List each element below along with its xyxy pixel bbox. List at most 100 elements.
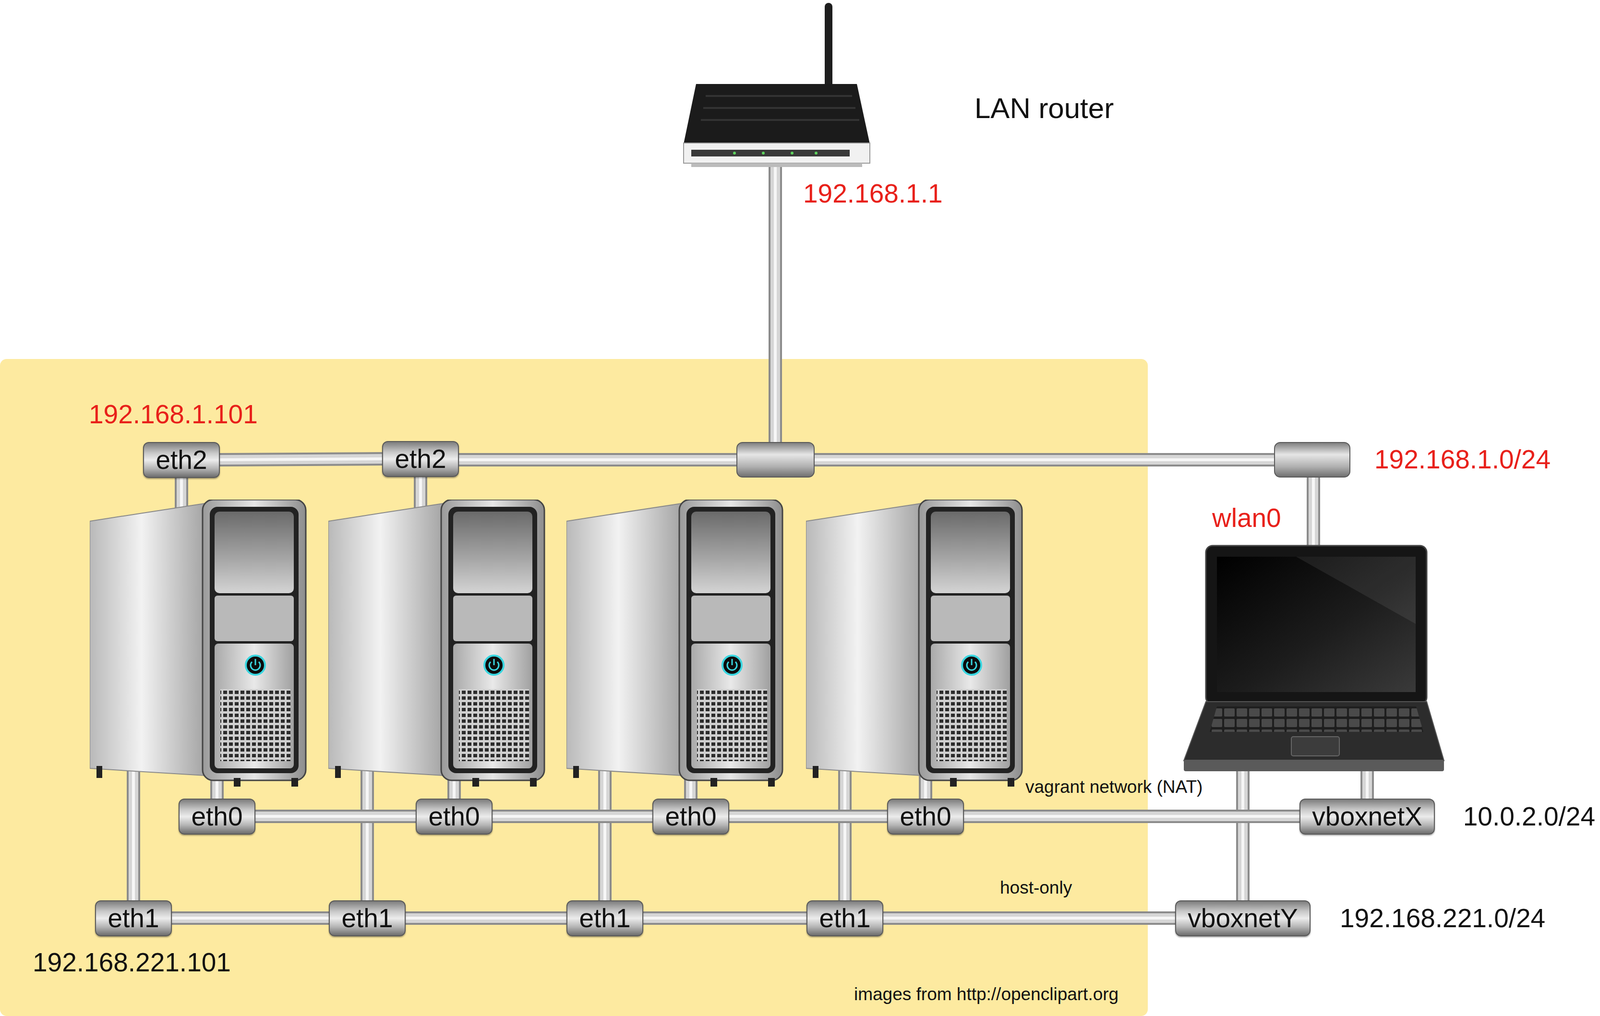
keyboard bbox=[1209, 706, 1424, 733]
pipe-segment bbox=[643, 916, 807, 920]
pipe-segment bbox=[729, 809, 888, 824]
router bbox=[683, 2, 870, 168]
pipe-connector bbox=[883, 918, 1176, 919]
router-base bbox=[691, 163, 863, 168]
laptop-edge bbox=[1183, 759, 1444, 772]
interface-box: eth0 bbox=[652, 798, 730, 835]
pipe-segment bbox=[643, 911, 807, 926]
interface-name: vboxnetY bbox=[1187, 903, 1298, 934]
pipe-connector bbox=[492, 816, 653, 818]
interface-name: eth0 bbox=[664, 802, 717, 832]
network-label: 192.168.1.101 bbox=[88, 398, 258, 431]
pipe-segment bbox=[405, 911, 567, 926]
pipe-connector bbox=[255, 816, 416, 818]
interface-name: eth0 bbox=[191, 802, 243, 832]
pipe-connector bbox=[643, 918, 807, 919]
touchpad bbox=[1291, 736, 1340, 757]
laptop-base bbox=[1183, 701, 1444, 761]
server-tower bbox=[328, 499, 545, 787]
pipe-segment bbox=[963, 815, 1300, 819]
pipe-segment bbox=[405, 913, 567, 924]
interface-name: eth0 bbox=[428, 802, 480, 832]
interface-box: eth1 bbox=[328, 900, 406, 937]
network-label: 192.168.221.0/24 bbox=[1339, 902, 1546, 935]
laptop bbox=[1183, 545, 1444, 772]
junction-box bbox=[1274, 442, 1350, 478]
network-label: LAN router bbox=[974, 91, 1114, 126]
network-label: images from http://openclipart.org bbox=[854, 984, 1119, 1006]
interface-box: vboxnetY bbox=[1175, 900, 1311, 937]
pipe-connector bbox=[219, 458, 383, 460]
pipe-segment bbox=[255, 809, 416, 824]
led bbox=[761, 151, 765, 155]
interface-box: eth1 bbox=[566, 900, 644, 937]
pipe-segment bbox=[492, 815, 653, 819]
pipe-segment bbox=[405, 916, 567, 920]
network-label: host-only bbox=[999, 877, 1072, 899]
network-label: 192.168.221.101 bbox=[32, 946, 231, 979]
router-body bbox=[683, 84, 870, 145]
interface-box: eth0 bbox=[415, 798, 493, 835]
interface-name: eth0 bbox=[899, 802, 951, 832]
network-label: 192.168.1.0/24 bbox=[1374, 443, 1551, 476]
pipe-segment bbox=[171, 913, 329, 924]
servers bbox=[89, 499, 1023, 787]
network-label: 10.0.2.0/24 bbox=[1463, 800, 1596, 833]
junction-boxes bbox=[736, 442, 1350, 478]
pipe-segment bbox=[729, 811, 888, 822]
pipe-segment bbox=[255, 815, 416, 819]
pipe-segment bbox=[883, 911, 1176, 926]
interface-box: eth1 bbox=[806, 900, 884, 937]
pipe-connector bbox=[729, 816, 888, 818]
network-label: wlan0 bbox=[1212, 502, 1282, 534]
led bbox=[790, 151, 794, 155]
pipe-segment bbox=[492, 809, 653, 824]
interface-name: eth2 bbox=[155, 445, 207, 475]
pipe-segment bbox=[171, 911, 329, 926]
screen-gloss bbox=[1296, 556, 1416, 625]
pipe-segment bbox=[219, 458, 383, 460]
pipe-segment bbox=[171, 916, 329, 920]
router-front bbox=[683, 143, 870, 164]
pipe-segment bbox=[883, 916, 1176, 920]
interface-name: vboxnetX bbox=[1311, 802, 1422, 832]
pipe-connector bbox=[963, 816, 1300, 818]
interface-name: eth2 bbox=[394, 444, 446, 474]
interface-box: eth2 bbox=[143, 442, 220, 479]
server-tower bbox=[89, 499, 306, 787]
pipe-segment bbox=[219, 458, 383, 460]
pipe-segment bbox=[219, 458, 383, 460]
pipe-segment bbox=[963, 811, 1300, 822]
network-label: vagrant network (NAT) bbox=[1025, 776, 1203, 798]
pipe-segment bbox=[963, 809, 1300, 824]
interface-box: eth0 bbox=[178, 798, 256, 835]
laptop-screen bbox=[1216, 556, 1416, 693]
pipe-segment bbox=[729, 815, 888, 819]
pipe-segment bbox=[643, 913, 807, 924]
led bbox=[733, 151, 736, 155]
pipe-connector bbox=[171, 918, 329, 919]
server-tower bbox=[566, 499, 783, 787]
led bbox=[814, 151, 818, 155]
network-label: 192.168.1.1 bbox=[803, 177, 943, 210]
router-ridges bbox=[700, 96, 860, 121]
pipe-segment bbox=[492, 811, 653, 822]
server-tower bbox=[806, 499, 1023, 787]
pipe-connector bbox=[405, 918, 567, 919]
pipe-segment bbox=[255, 811, 416, 822]
junction-box bbox=[736, 442, 815, 478]
interface-box: eth0 bbox=[887, 798, 964, 835]
interface-name: eth1 bbox=[578, 903, 631, 934]
interface-name: eth1 bbox=[341, 903, 393, 934]
interface-box: eth1 bbox=[95, 900, 172, 937]
interface-name: eth1 bbox=[107, 903, 159, 934]
laptop-lid bbox=[1205, 545, 1427, 705]
interface-box: eth2 bbox=[382, 441, 459, 478]
interface-name: eth1 bbox=[818, 903, 871, 934]
router-led-strip bbox=[691, 149, 850, 157]
pipes bbox=[133, 163, 1368, 908]
interface-box: vboxnetX bbox=[1299, 798, 1435, 835]
